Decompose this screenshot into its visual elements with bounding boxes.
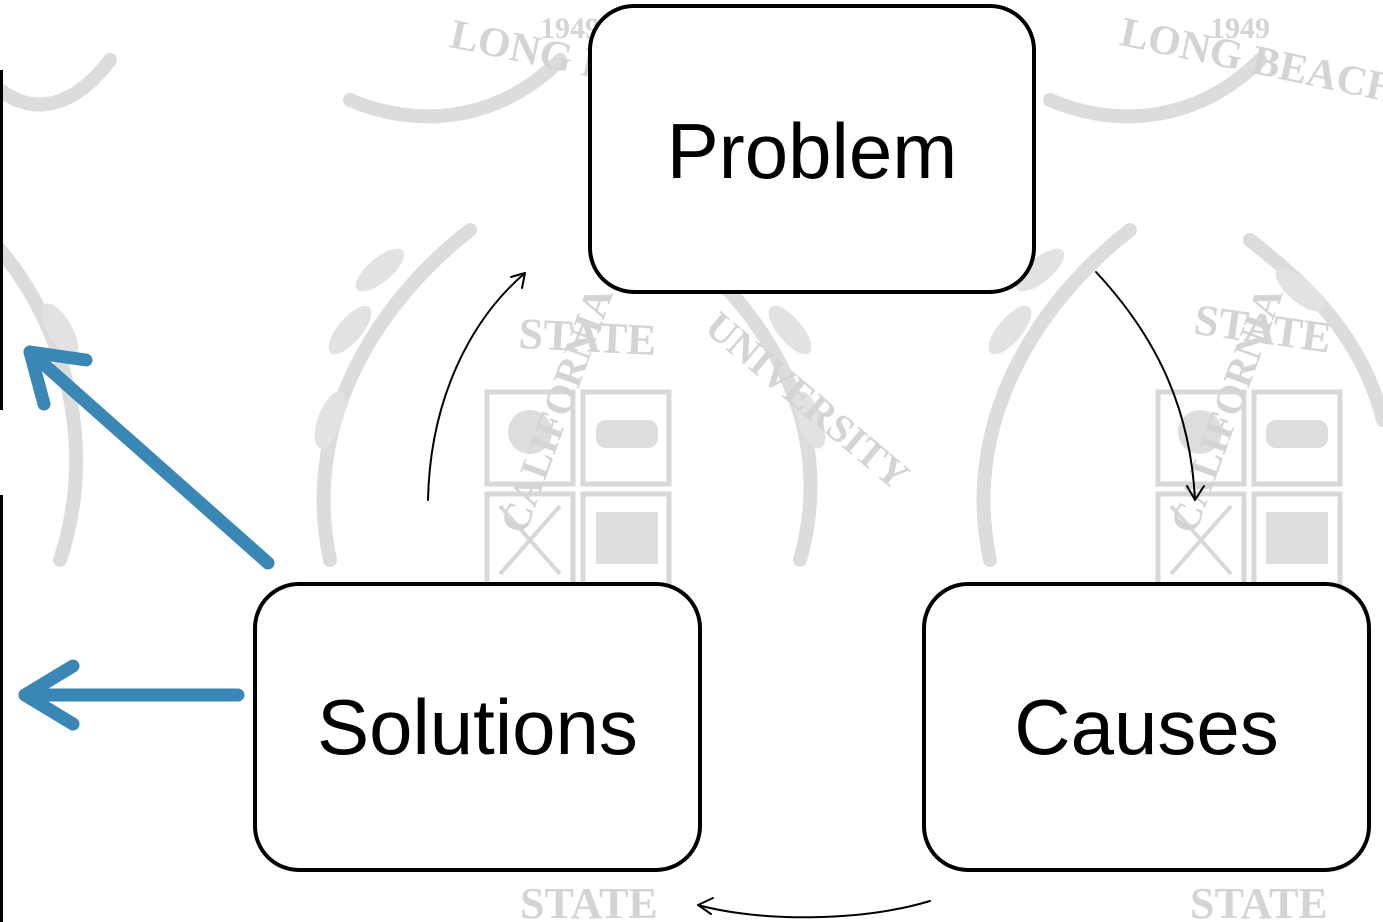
left-edge-rule (0, 70, 3, 410)
arrowhead-causes (1186, 485, 1205, 501)
watermark-year-1: 1949 (1210, 12, 1270, 45)
problem-label: Problem (666, 107, 958, 195)
watermark-state-3: STATE (520, 879, 658, 922)
solutions-box: Solutions (253, 582, 702, 872)
solution-arrow-diagonal (23, 345, 275, 570)
arrow-solutions-to-problem (427, 272, 526, 501)
arrowhead-solutions (697, 897, 714, 915)
solution-arrow-horizontal-head (18, 659, 80, 731)
causes-box: Causes (922, 582, 1371, 872)
causes-label: Causes (1014, 683, 1279, 771)
watermark-state-1: STATE (517, 309, 657, 365)
problem-box: Problem (588, 4, 1036, 294)
watermark-state-4: STATE (1190, 879, 1328, 922)
arrowhead-problem (510, 272, 526, 289)
left-edge-rule (0, 495, 3, 922)
arrow-problem-to-causes (1095, 271, 1196, 501)
arrow-causes-to-solutions (697, 900, 931, 919)
solutions-label: Solutions (317, 683, 638, 771)
solution-arrow-diagonal-head (23, 345, 93, 411)
